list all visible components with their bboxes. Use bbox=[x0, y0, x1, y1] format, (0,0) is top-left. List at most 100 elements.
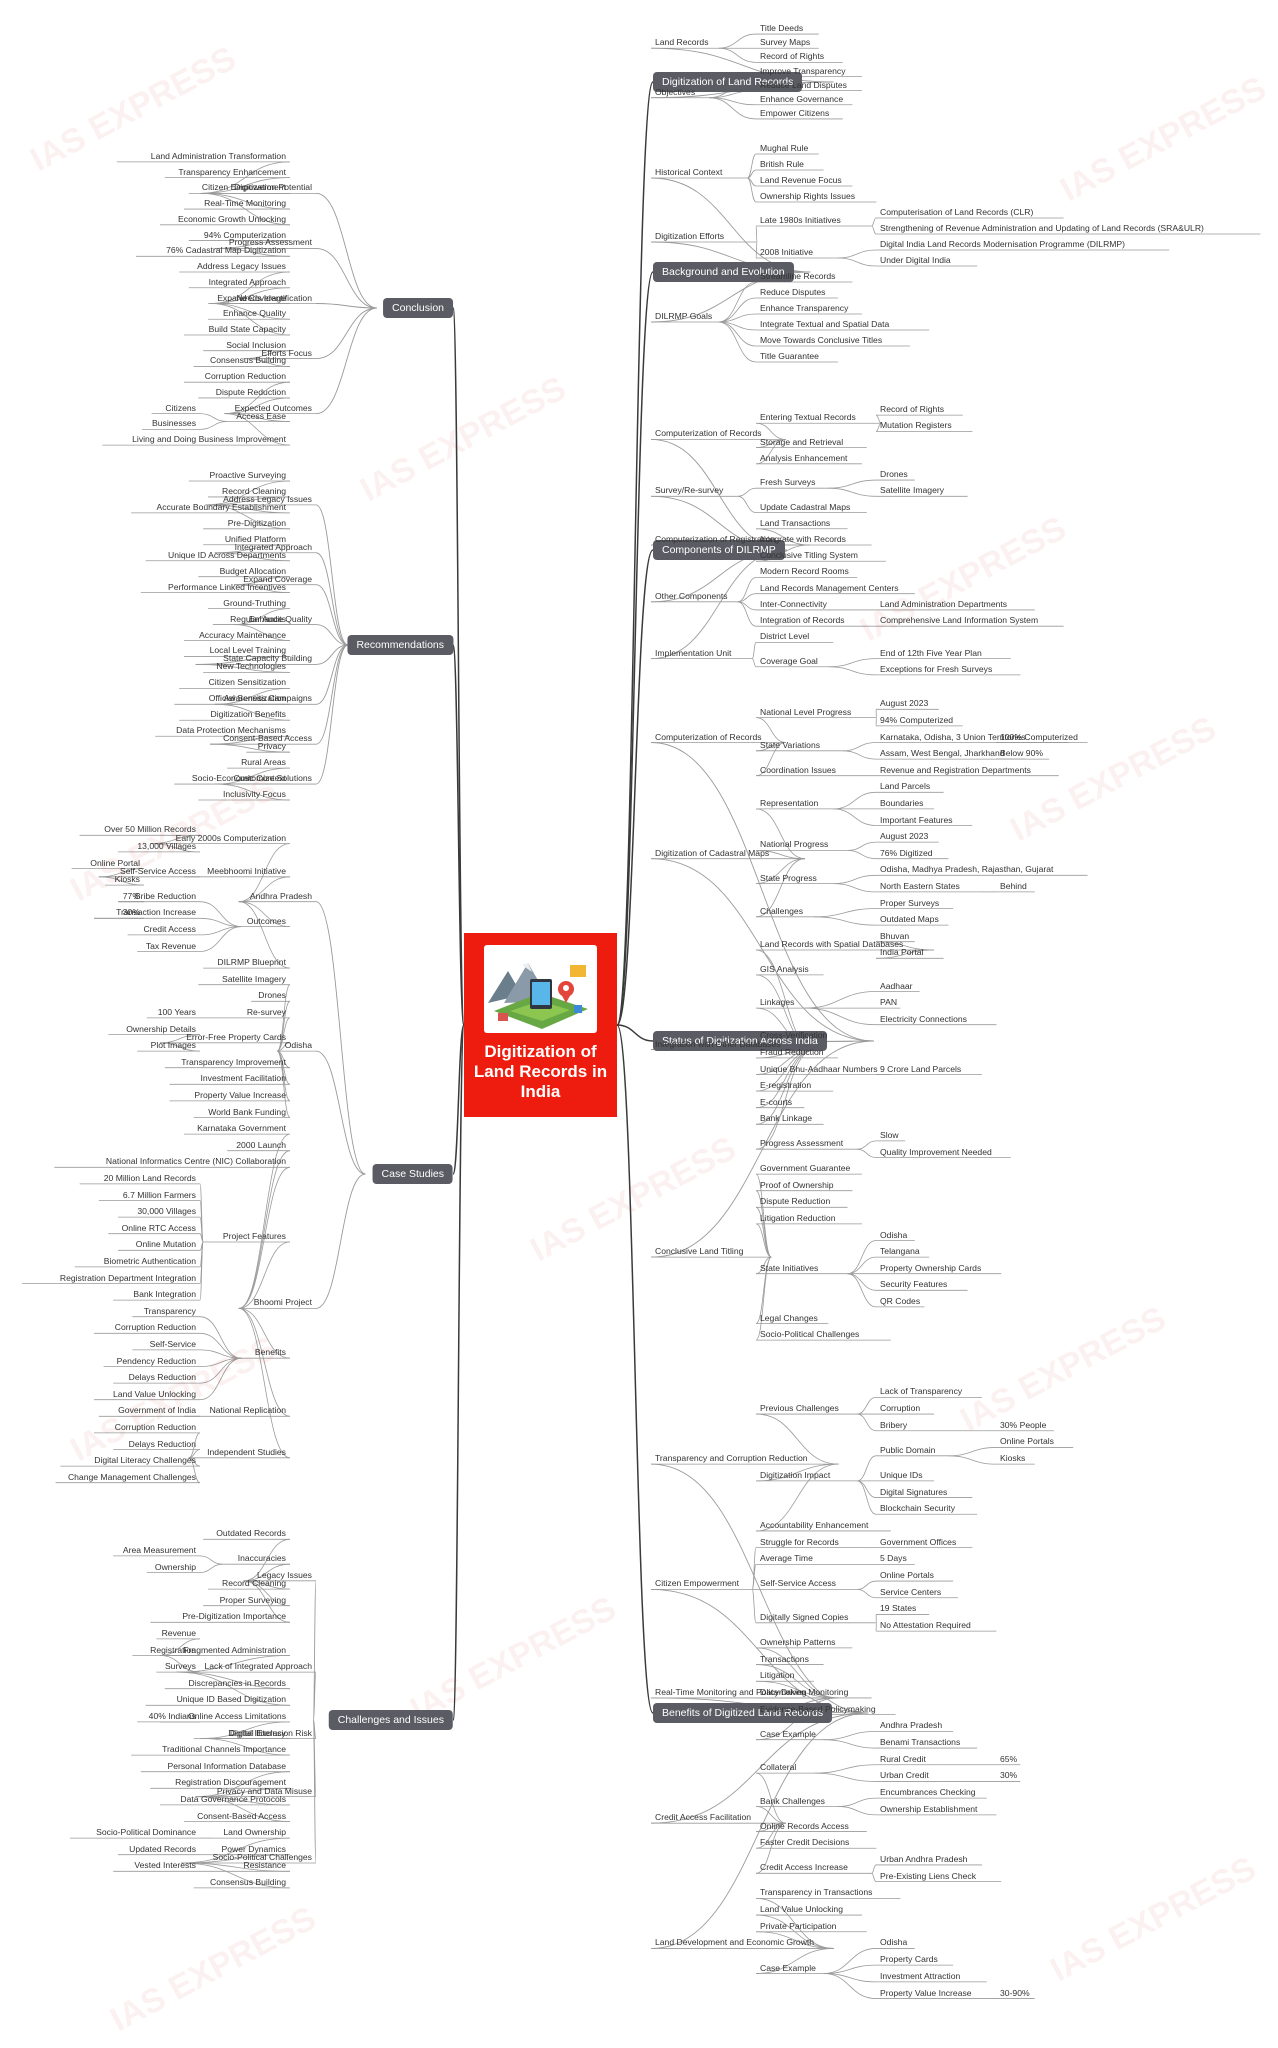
leaf-node[interactable]: Resistance bbox=[243, 1860, 286, 1871]
leaf-node[interactable]: Land Value Unlocking bbox=[113, 1388, 196, 1399]
leaf-node[interactable]: Socio-Political Challenges bbox=[760, 1329, 860, 1340]
leaf-node[interactable]: Self-Service Access bbox=[760, 1578, 836, 1589]
leaf-node[interactable]: 9 Crore Land Parcels bbox=[880, 1063, 962, 1074]
leaf-node[interactable]: Rural Areas bbox=[241, 757, 286, 768]
leaf-node[interactable]: Slow bbox=[880, 1129, 899, 1140]
subtopic-node[interactable]: Credit Access Facilitation bbox=[655, 1812, 751, 1823]
leaf-node[interactable]: Delays Reduction bbox=[128, 1372, 196, 1383]
leaf-node[interactable]: Odisha bbox=[880, 1229, 908, 1240]
subtopic-node[interactable]: Integration with Other Databases bbox=[655, 1038, 781, 1049]
leaf-node[interactable]: Inclusivity Focus bbox=[222, 789, 286, 800]
leaf-node[interactable]: 76% Cadastral Map Digitization bbox=[166, 245, 286, 256]
leaf-node[interactable]: Local Level Training bbox=[209, 645, 286, 656]
leaf-node[interactable]: Faster Credit Decisions bbox=[760, 1837, 850, 1848]
leaf-node[interactable]: Bank Integration bbox=[133, 1289, 196, 1300]
leaf-node[interactable]: Land Administration Transformation bbox=[150, 150, 286, 161]
leaf-node[interactable]: Corruption bbox=[880, 1403, 921, 1414]
main-branch[interactable]: Background and Evolution bbox=[653, 262, 794, 282]
leaf-node[interactable]: Digitization Benefits bbox=[210, 709, 286, 720]
leaf-node[interactable]: National Informatics Centre (NIC) Collab… bbox=[105, 1156, 286, 1167]
leaf-node[interactable]: Benami Transactions bbox=[880, 1737, 961, 1748]
leaf-node[interactable]: Consensus Building bbox=[210, 1876, 286, 1887]
leaf-node[interactable]: Under Digital India bbox=[880, 255, 951, 265]
leaf-node[interactable]: Transaction Increase bbox=[116, 907, 196, 918]
leaf-node[interactable]: Government of India bbox=[118, 1405, 196, 1416]
leaf-node[interactable]: Re-survey bbox=[246, 1006, 286, 1017]
subtopic-node[interactable]: Historical Context bbox=[655, 167, 723, 177]
subtopic-node[interactable]: Digitization Efforts bbox=[655, 231, 725, 241]
leaf-node[interactable]: Ownership Establishment bbox=[880, 1803, 978, 1814]
leaf-node[interactable]: E-courts bbox=[760, 1096, 792, 1107]
leaf-node[interactable]: Exceptions for Fresh Surveys bbox=[880, 663, 993, 674]
leaf-node[interactable]: 20 Million Land Records bbox=[103, 1172, 196, 1183]
leaf-node[interactable]: 76% Digitized bbox=[880, 847, 933, 858]
leaf-node[interactable]: Record Cleaning bbox=[221, 485, 286, 496]
leaf-node[interactable]: Record of Rights bbox=[880, 404, 945, 415]
leaf-node[interactable]: Previous Challenges bbox=[760, 1403, 839, 1414]
leaf-node[interactable]: Aadhaar bbox=[880, 980, 913, 991]
leaf-node[interactable]: Blockchain Security bbox=[880, 1503, 955, 1514]
leaf-node[interactable]: Socio-Economic Context bbox=[191, 773, 286, 784]
leaf-node[interactable]: Boundaries bbox=[880, 797, 924, 808]
leaf-node[interactable]: Enhance Quality bbox=[222, 308, 286, 319]
leaf-node[interactable]: Transparency Improvement bbox=[181, 1056, 286, 1067]
leaf-node[interactable]: Empower Citizens bbox=[760, 107, 830, 118]
leaf-node[interactable]: Digital Illiteracy bbox=[228, 1727, 286, 1738]
leaf-node[interactable]: No Attestation Required bbox=[880, 1620, 971, 1631]
subtopic-node[interactable]: Real-Time Monitoring and Policymaking bbox=[655, 1686, 807, 1697]
leaf-node[interactable]: Update Cadastral Maps bbox=[760, 501, 851, 512]
subtopic-node[interactable]: Efforts Focus bbox=[261, 347, 312, 358]
leaf-node[interactable]: Land Revenue Focus bbox=[760, 175, 842, 185]
leaf-node[interactable]: Public Domain bbox=[880, 1444, 936, 1455]
leaf-node[interactable]: Karnataka Government bbox=[197, 1123, 286, 1134]
leaf-node[interactable]: Early 2000s Computerization bbox=[175, 832, 286, 843]
leaf-node[interactable]: Traditional Channels Importance bbox=[162, 1744, 286, 1755]
leaf-node[interactable]: Government Offices bbox=[880, 1536, 957, 1547]
leaf-node[interactable]: Integration of Records bbox=[760, 615, 845, 626]
leaf-node[interactable]: Vested Interests bbox=[134, 1860, 196, 1871]
leaf-node[interactable]: National Progress bbox=[760, 839, 829, 850]
leaf-node[interactable]: Satellite Imagery bbox=[880, 485, 945, 496]
leaf-node[interactable]: World Bank Funding bbox=[208, 1106, 286, 1117]
leaf-node[interactable]: Citizen Empowerment bbox=[201, 182, 286, 193]
leaf-node[interactable]: Consensus Building bbox=[210, 355, 286, 366]
leaf-node[interactable]: Case Example bbox=[760, 1728, 816, 1739]
leaf-node[interactable]: Official Sensitization bbox=[208, 693, 286, 704]
subtopic-node[interactable]: Citizen Empowerment bbox=[655, 1578, 740, 1589]
leaf-node[interactable]: Credit Access Increase bbox=[760, 1862, 848, 1873]
leaf-node[interactable]: Corruption Reduction bbox=[114, 1421, 196, 1432]
leaf-node[interactable]: State Initiatives bbox=[760, 1262, 819, 1273]
subtopic-node[interactable]: Consent-Based Access bbox=[223, 733, 312, 744]
leaf-node[interactable]: Strengthening of Revenue Administration … bbox=[880, 223, 1204, 233]
leaf-node[interactable]: Service Centers bbox=[880, 1586, 942, 1597]
main-branch[interactable]: Components of DILRMP bbox=[653, 540, 785, 560]
leaf-node[interactable]: Investment Attraction bbox=[880, 1970, 961, 1981]
subtopic-node[interactable]: Computerization of Records bbox=[655, 731, 762, 742]
leaf-node[interactable]: British Rule bbox=[760, 159, 804, 169]
leaf-node[interactable]: Surveys bbox=[164, 1661, 196, 1672]
leaf-node[interactable]: Conclusive Titling System bbox=[760, 550, 858, 561]
leaf-node[interactable]: Data Governance Protocols bbox=[180, 1793, 286, 1804]
leaf-node[interactable]: Online Portal bbox=[90, 857, 140, 868]
leaf-node[interactable]: Lack of Transparency bbox=[880, 1386, 963, 1397]
leaf-node[interactable]: Ownership Patterns bbox=[760, 1636, 836, 1647]
leaf-node[interactable]: 30% People bbox=[1000, 1419, 1047, 1430]
leaf-node[interactable]: Online Access Limitations bbox=[188, 1710, 286, 1721]
leaf-node[interactable]: Transparency in Transactions bbox=[760, 1887, 873, 1898]
leaf-node[interactable]: Bhuvan bbox=[880, 930, 910, 941]
subtopic-node[interactable]: Enhance Quality bbox=[248, 613, 312, 624]
leaf-node[interactable]: Analysis Enhancement bbox=[760, 452, 848, 463]
leaf-node[interactable]: Independent Studies bbox=[207, 1446, 286, 1457]
leaf-node[interactable]: Meebhoomi Initiative bbox=[207, 865, 286, 876]
leaf-node[interactable]: Fraud Reduction bbox=[760, 1046, 824, 1057]
leaf-node[interactable]: 2000 Launch bbox=[236, 1139, 286, 1150]
leaf-node[interactable]: Inter-Connectivity bbox=[760, 598, 827, 609]
subtopic-node[interactable]: Transparency and Corruption Reduction bbox=[655, 1453, 808, 1464]
leaf-node[interactable]: North Eastern States bbox=[880, 880, 960, 891]
leaf-node[interactable]: Project Features bbox=[222, 1231, 286, 1241]
subtopic-node[interactable]: Expected Outcomes bbox=[234, 402, 312, 413]
leaf-node[interactable]: 13,000 Villages bbox=[137, 840, 196, 851]
leaf-node[interactable]: 5 Days bbox=[880, 1553, 907, 1564]
leaf-node[interactable]: Dispute Reduction bbox=[215, 386, 286, 397]
leaf-node[interactable]: Kiosks bbox=[114, 874, 140, 885]
